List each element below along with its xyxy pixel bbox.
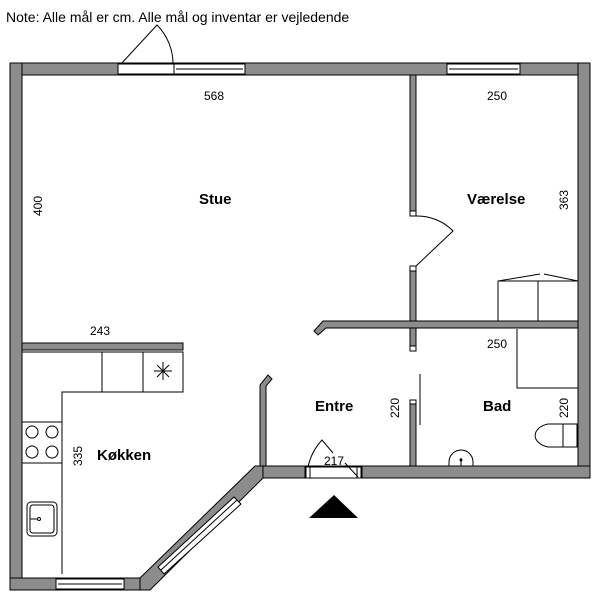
room-label-entre: Entre [315, 398, 353, 415]
dim-stue-width: 568 [204, 89, 224, 103]
wardrobe [497, 273, 579, 321]
dim-bad-width: 250 [487, 337, 507, 351]
washbasin-icon [448, 449, 474, 466]
room-label-stue: Stue [199, 191, 232, 208]
dim-kokken-width: 243 [90, 324, 110, 338]
toilet-icon [534, 423, 578, 448]
interior-walls [21, 74, 579, 467]
lamp-icon [154, 362, 172, 380]
shower-area [516, 329, 578, 389]
kitchen-counter [22, 351, 184, 574]
room-label-vaerelse: Værelse [467, 191, 525, 208]
balcony-door [117, 24, 175, 75]
dim-entre-width: 217 [324, 454, 344, 468]
dim-bad-depth: 220 [557, 398, 571, 418]
note-text: Note: Alle mål er cm. Alle mål og invent… [6, 9, 349, 25]
dim-vaerelse-depth: 363 [557, 190, 571, 210]
sink-icon [26, 501, 58, 537]
dim-entre-depth: 220 [388, 398, 402, 418]
dim-kokken-depth: 335 [71, 446, 85, 466]
interior-doors [304, 215, 454, 479]
stove-icon [25, 425, 59, 459]
room-label-bad: Bad [483, 398, 511, 415]
dim-stue-depth: 400 [31, 196, 45, 216]
dim-vaerelse-width: 250 [487, 89, 507, 103]
entrance-arrow-icon [309, 495, 358, 518]
room-label-kokken: Køkken [97, 447, 151, 464]
